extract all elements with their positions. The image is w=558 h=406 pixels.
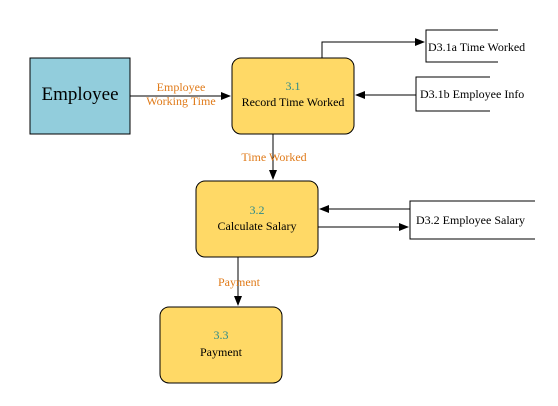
flow-employee-working-time-line2: Working Time (146, 94, 216, 108)
process-3-1-box[interactable] (231, 57, 355, 135)
entity-employee-label: Employee (41, 84, 119, 105)
data-store-d3-1b-shape[interactable] (415, 76, 490, 112)
data-store-d3-1b-label: D3.1b Employee Info (420, 87, 525, 101)
process-3-3-box[interactable] (159, 306, 283, 384)
flow-time-worked-label: Time Worked (241, 150, 307, 164)
process-3-1-number: 3.1 (285, 79, 301, 93)
entity-employee-box[interactable] (29, 57, 131, 135)
data-store-d3-1a-label: D3.1a Time Worked (428, 40, 526, 54)
flow-employee-working-time-label: Employee Working Time (138, 80, 224, 108)
process-3-1-name: Record Time Worked (241, 95, 345, 109)
flow-payment-label: Payment (218, 275, 260, 289)
flow-employee-working-time-line1: Employee (156, 80, 206, 94)
process-3-3-name: Payment (200, 345, 242, 359)
process-3-2-name: Calculate Salary (217, 219, 297, 233)
process-3-2-box[interactable] (195, 180, 319, 258)
data-store-d3-2-shape[interactable] (409, 200, 535, 240)
process-3-3-number: 3.3 (213, 328, 229, 342)
data-store-d3-1a-shape[interactable] (425, 29, 498, 63)
process-3-2-number: 3.2 (249, 203, 265, 217)
data-store-d3-2-label: D3.2 Employee Salary (416, 213, 525, 227)
flow-3-1-to-d3-1a (321, 38, 425, 58)
